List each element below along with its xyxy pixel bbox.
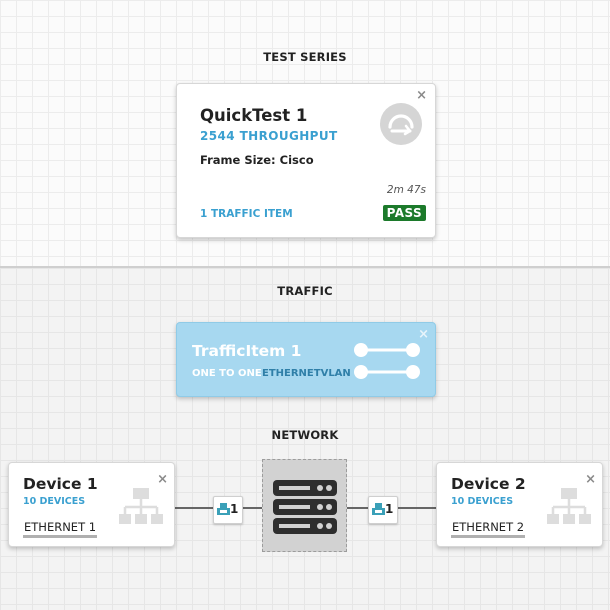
- port-badge-1[interactable]: 1: [213, 496, 243, 524]
- port-badge-2[interactable]: 1: [368, 496, 398, 524]
- device-card-2[interactable]: × Device 2 10 DEVICES ETHERNET 2: [436, 462, 603, 547]
- traffic-item-title: TrafficItem 1: [192, 342, 302, 360]
- frame-size-value: Cisco: [279, 153, 314, 167]
- server-stack-icon: [273, 480, 337, 534]
- traffic-encapsulation-label: ETHERNETVLAN: [262, 368, 351, 379]
- port-1-label: 1: [230, 502, 239, 516]
- traffic-heading: TRAFFIC: [277, 284, 333, 298]
- quicktest-card[interactable]: × QuickTest 1 2544 THROUGHPUT Frame Size…: [176, 83, 436, 238]
- device-2-count: 10 DEVICES: [451, 496, 514, 507]
- section-divider: [0, 266, 610, 268]
- test-series-heading: TEST SERIES: [263, 50, 347, 64]
- quicktest-gauge-icon: [380, 103, 422, 145]
- traffic-mode-label: ONE TO ONE: [192, 368, 262, 379]
- quicktest-close-button[interactable]: ×: [416, 88, 427, 103]
- quicktest-duration: 2m 47s: [386, 184, 426, 196]
- topology-icon: [547, 488, 591, 524]
- device-2-protocol-stack[interactable]: ETHERNET 2: [451, 520, 526, 538]
- port-icon: [217, 503, 230, 515]
- device-1-close-button[interactable]: ×: [157, 472, 168, 487]
- flow-icon: [354, 343, 420, 379]
- frame-size-line: Frame Size: Cisco: [200, 153, 314, 167]
- port-2-label: 1: [385, 502, 394, 516]
- quicktest-type: 2544 THROUGHPUT: [200, 129, 338, 143]
- network-heading: NETWORK: [271, 428, 339, 442]
- device-2-close-button[interactable]: ×: [585, 472, 596, 487]
- frame-size-label: Frame Size:: [200, 153, 276, 167]
- topology-icon: [119, 488, 163, 524]
- device-1-title: Device 1: [23, 475, 98, 493]
- quicktest-title: QuickTest 1: [200, 106, 308, 125]
- device-card-1[interactable]: × Device 1 10 DEVICES ETHERNET 1: [8, 462, 175, 547]
- status-badge: PASS: [382, 205, 426, 221]
- traffic-item-count-link[interactable]: 1 TRAFFIC ITEM: [200, 208, 293, 220]
- device-1-count: 10 DEVICES: [23, 496, 86, 507]
- port-icon: [372, 503, 385, 515]
- server-chassis[interactable]: [262, 459, 347, 552]
- device-2-title: Device 2: [451, 475, 526, 493]
- traffic-item-card[interactable]: × TrafficItem 1 ONE TO ONE ETHERNETVLAN: [176, 322, 436, 397]
- device-1-protocol-stack[interactable]: ETHERNET 1: [23, 520, 98, 538]
- traffic-item-close-button[interactable]: ×: [418, 327, 429, 342]
